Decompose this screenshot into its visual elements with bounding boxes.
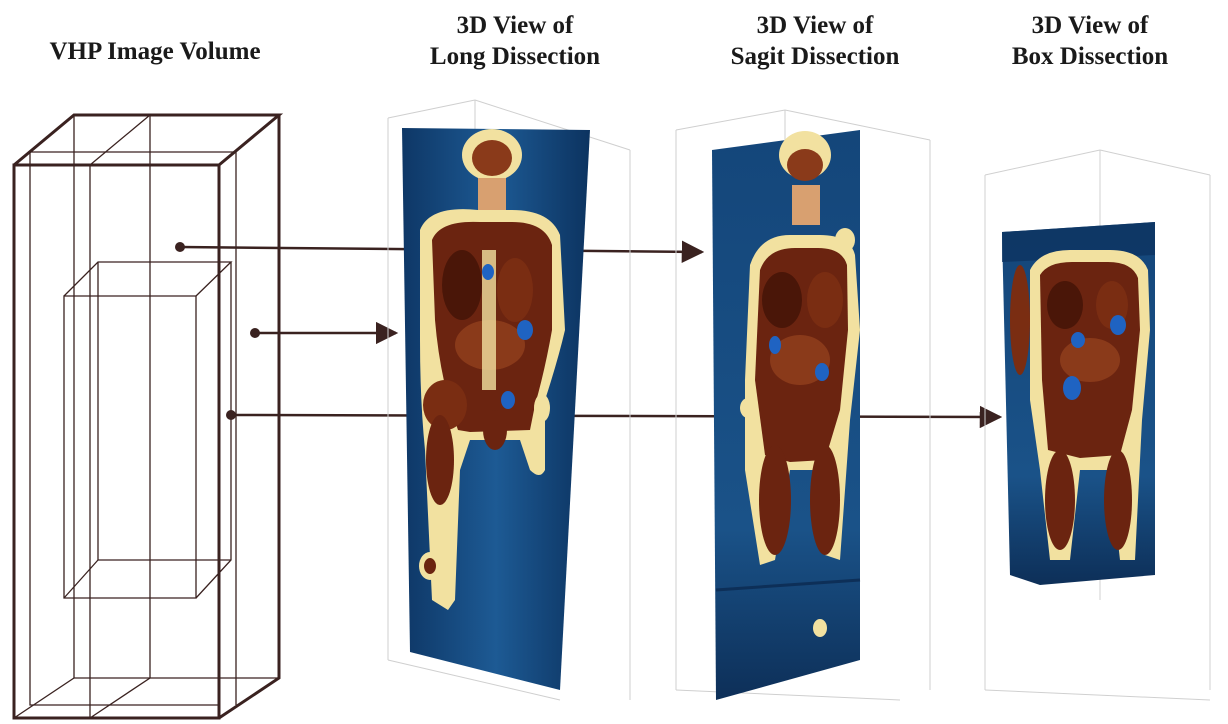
arrow-to-long xyxy=(250,328,396,338)
box-dissection-view xyxy=(985,150,1210,700)
long-dissection-view xyxy=(388,100,630,700)
sagit-dissection-view xyxy=(676,110,930,700)
arrows xyxy=(175,242,1000,420)
arrow-to-box xyxy=(226,410,1000,420)
vhp-volume-wireframe xyxy=(14,115,279,718)
